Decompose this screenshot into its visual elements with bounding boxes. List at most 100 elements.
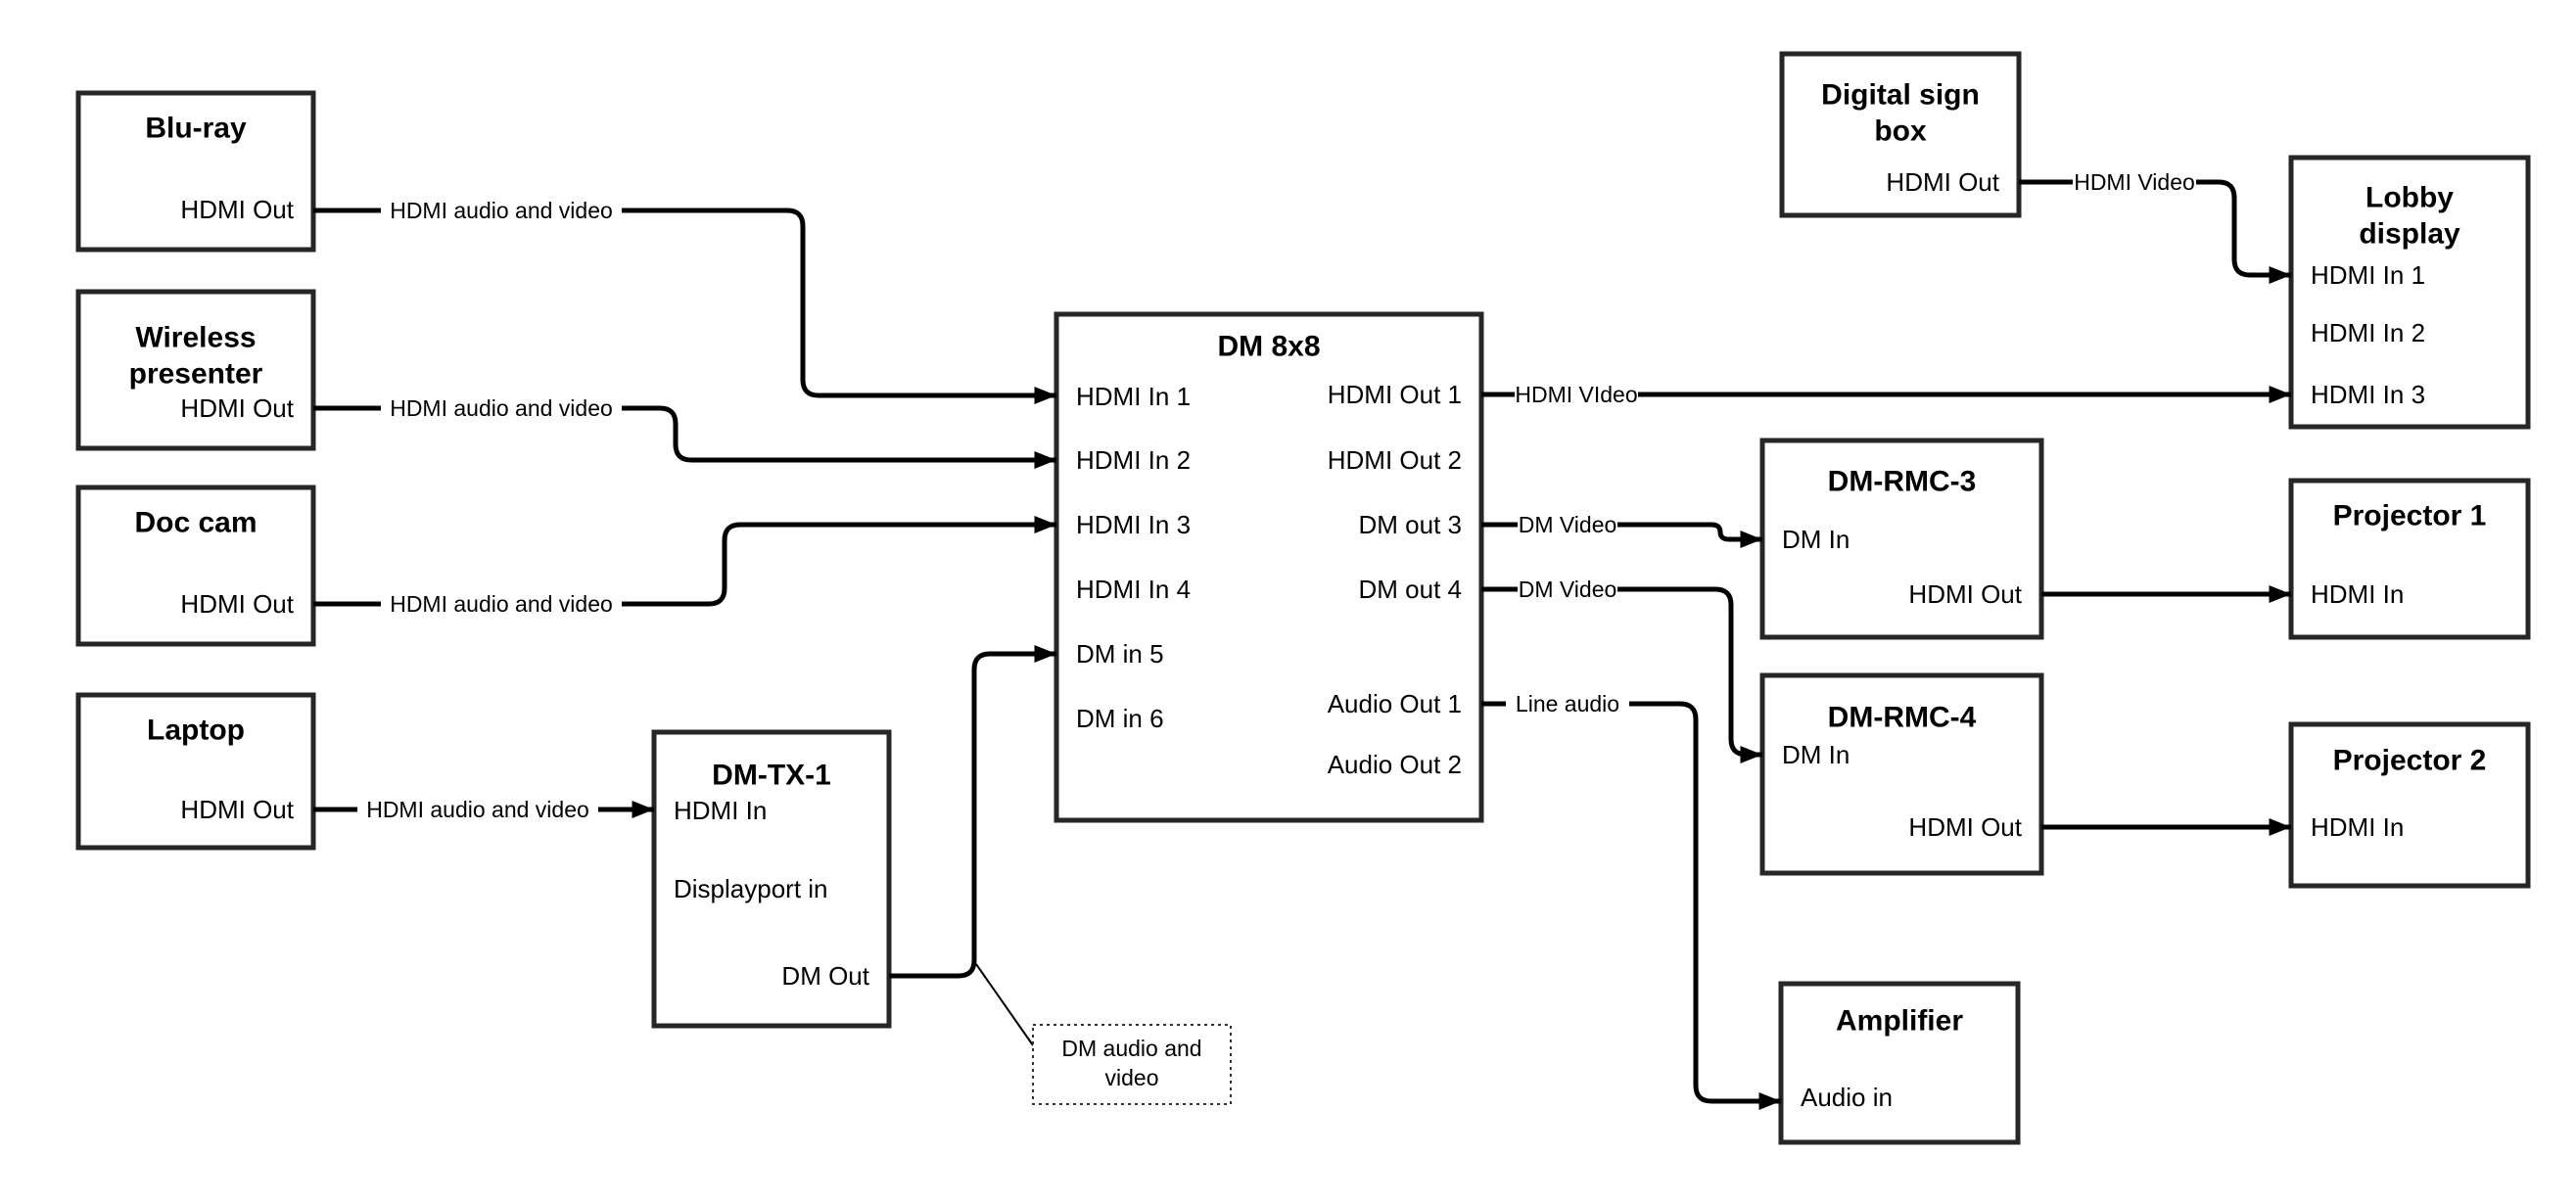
- laptop-port-hdmi-out: HDMI Out: [180, 795, 294, 824]
- node-dm-rmc-3: DM-RMC-3 DM In HDMI Out: [1759, 438, 2044, 640]
- edge-bluray-to-dm8x8-in1: [313, 208, 1056, 405]
- edge-dm8x8-audio1-to-amplifier: [1481, 701, 1781, 1111]
- note-text: video: [1105, 1065, 1159, 1090]
- dm-tx-1-box: [651, 729, 892, 1029]
- edge-label-backdrop: [1515, 380, 1638, 409]
- wireless-presenter-title: Wireless: [135, 322, 256, 354]
- edge-doccam-to-dm8x8-in3-label-group: HDMI audio and video: [381, 589, 622, 619]
- digital-sign-box-port-hdmi-out: HDMI Out: [1886, 167, 1999, 197]
- node-dm-rmc-4: DM-RMC-4 DM In HDMI Out: [1759, 672, 2044, 876]
- note-box: [1032, 1024, 1232, 1105]
- edge-label-backdrop: [1518, 510, 1617, 539]
- blu-ray-box: [75, 90, 316, 253]
- edge-dm8x8-out4-to-dmrmc4: [1481, 586, 1762, 764]
- dm-8x8-port-dm-out-4: DM out 4: [1359, 575, 1463, 604]
- dm-rmc-3-box: [1759, 438, 2044, 640]
- edge-wireless-to-dm8x8-in2: [313, 405, 1056, 470]
- edge-wireless-to-dm8x8-in2-label: HDMI audio and video: [390, 395, 613, 421]
- dm-rmc-3-port-dm-in: DM In: [1782, 525, 1850, 554]
- edge-digitalsign-to-lobby-in1: [2019, 179, 2291, 285]
- dm-8x8-port-dm-in-6: DM in 6: [1076, 704, 1164, 733]
- wireless-presenter-title: presenter: [129, 358, 263, 391]
- dm-8x8-port-hdmi-out-2: HDMI Out 2: [1328, 445, 1462, 475]
- edge-dm8x8-out4-to-dmrmc4-label-group: DM Video: [1518, 575, 1617, 604]
- dm-8x8-port-dm-in-5: DM in 5: [1076, 639, 1164, 669]
- doc-cam-title: Doc cam: [134, 507, 257, 539]
- edge-bluray-to-dm8x8-in1-label-group: HDMI audio and video: [381, 196, 622, 225]
- dm-8x8-box: [1054, 311, 1484, 823]
- blu-ray-port-hdmi-out: HDMI Out: [180, 195, 294, 224]
- dm-8x8-port-audio-out-2: Audio Out 2: [1328, 750, 1462, 779]
- dm-rmc-4-port-hdmi-out: HDMI Out: [1908, 812, 2022, 842]
- dm-8x8-port-dm-out-3: DM out 3: [1359, 510, 1463, 539]
- note-text: DM audio and: [1061, 1036, 1201, 1061]
- lobby-display-box: [2288, 155, 2531, 430]
- wireless-presenter-box: [75, 289, 316, 451]
- edge-dm8x8-out1-to-lobby-in3-label: HDMI VIdeo: [1515, 382, 1637, 407]
- edge-dm8x8-audio1-to-amplifier-label-group: Line audio: [1506, 689, 1629, 718]
- edge-doccam-to-dm8x8-in3: [313, 516, 1056, 607]
- dm-tx-1-port-hdmi-in: HDMI In: [674, 796, 767, 825]
- dm-rmc-3-port-hdmi-out: HDMI Out: [1908, 579, 2022, 609]
- edge-digitalsign-to-lobby-in1-label-group: HDMI Video: [2073, 167, 2196, 197]
- amplifier-box: [1778, 981, 2021, 1145]
- laptop-box: [75, 692, 316, 851]
- lobby-display-port-hdmi-in-1: HDMI In 1: [2311, 260, 2425, 290]
- edge-dm8x8-out3-to-dmrmc3: [1481, 522, 1762, 549]
- edge-digitalsign-to-lobby-in1-label: HDMI Video: [2074, 169, 2195, 195]
- amplifier-title: Amplifier: [1836, 1005, 1963, 1038]
- edge-dm8x8-audio1-to-amplifier-label: Line audio: [1516, 691, 1619, 716]
- dm-8x8-port-hdmi-in-3: HDMI In 3: [1076, 510, 1191, 539]
- dm-8x8-port-hdmi-in-2: HDMI In 2: [1076, 445, 1191, 475]
- dm-rmc-3-title: DM-RMC-3: [1828, 466, 1977, 498]
- edge-laptop-to-dmtx1-label-group: HDMI audio and video: [357, 795, 598, 824]
- edge-label-backdrop: [2073, 167, 2196, 197]
- edge-doccam-to-dm8x8-in3-label: HDMI audio and video: [390, 591, 613, 617]
- edge-label-backdrop: [1506, 689, 1629, 718]
- amplifier-port-audio-in: Audio in: [1801, 1083, 1893, 1112]
- dm-8x8-title: DM 8x8: [1217, 331, 1320, 363]
- edge-label-backdrop: [357, 795, 598, 824]
- dm-rmc-4-title: DM-RMC-4: [1828, 702, 1977, 734]
- digital-sign-box-title: box: [1874, 115, 1927, 148]
- edge-dm8x8-out1-to-lobby-in3-label-group: HDMI VIdeo: [1515, 380, 1638, 409]
- blu-ray-title: Blu-ray: [145, 113, 247, 145]
- projector-2-port-hdmi-in: HDMI In: [2311, 812, 2404, 842]
- edge-dm8x8-out3-to-dmrmc3-label: DM Video: [1519, 512, 1617, 537]
- projector-1-port-hdmi-in: HDMI In: [2311, 579, 2404, 609]
- doc-cam-port-hdmi-out: HDMI Out: [180, 589, 294, 619]
- note-callout-line: [975, 963, 1034, 1046]
- projector-2-box: [2288, 721, 2531, 889]
- dm-8x8-port-hdmi-in-1: HDMI In 1: [1076, 382, 1191, 411]
- edge-label-backdrop: [381, 196, 622, 225]
- edge-dm8x8-out4-to-dmrmc4-label: DM Video: [1519, 577, 1617, 602]
- edge-label-backdrop: [381, 393, 622, 423]
- edge-dm8x8-out3-to-dmrmc3-label-group: DM Video: [1518, 510, 1617, 539]
- wireless-presenter-port-hdmi-out: HDMI Out: [180, 393, 294, 423]
- lobby-display-port-hdmi-in-2: HDMI In 2: [2311, 318, 2425, 347]
- edge-dmtx1-to-dm8x8-in5: [889, 645, 1056, 979]
- doc-cam-box: [75, 485, 316, 647]
- edge-wireless-to-dm8x8-in2-label-group: HDMI audio and video: [381, 393, 622, 423]
- edge-label-backdrop: [1518, 575, 1617, 604]
- edge-laptop-to-dmtx1-label: HDMI audio and video: [366, 797, 589, 822]
- dm-tx-1-port-dm-out: DM Out: [781, 961, 869, 991]
- digital-sign-box-box: [1779, 51, 2022, 218]
- dm-rmc-4-box: [1759, 672, 2044, 876]
- edge-label-backdrop: [381, 589, 622, 619]
- dm-8x8-port-hdmi-out-1: HDMI Out 1: [1328, 380, 1462, 409]
- dm-rmc-4-port-dm-in: DM In: [1782, 740, 1850, 769]
